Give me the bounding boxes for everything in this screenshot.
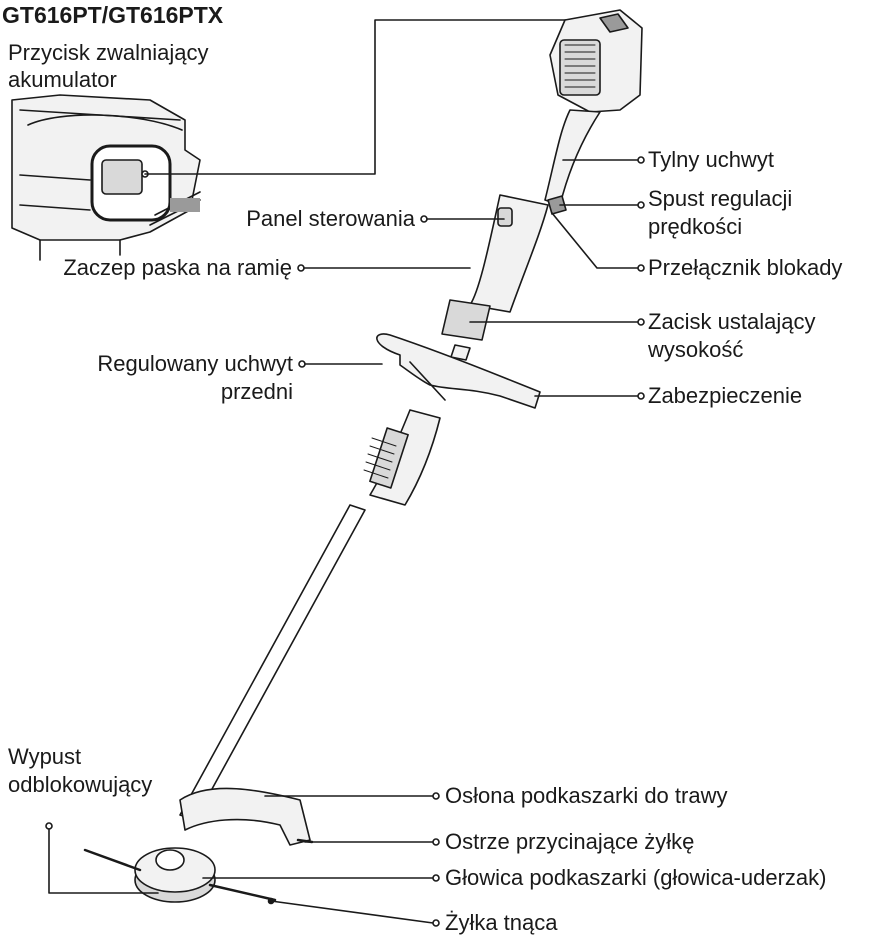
battery — [550, 10, 642, 112]
label-control-panel: Panel sterowania — [200, 206, 415, 232]
battery-inset — [12, 95, 200, 260]
label-height-clamp-line2: wysokość — [648, 337, 743, 363]
label-release-button-line2: akumulator — [8, 67, 117, 93]
label-release-tab-line2: odblokowujący — [8, 772, 152, 798]
label-height-clamp-line1: Zacisk ustalający — [648, 309, 816, 335]
label-release-button-line1: Przycisk zwalniający — [8, 40, 209, 66]
label-line-blade: Ostrze przycinające żyłkę — [445, 829, 694, 855]
label-trimmer-head: Głowica podkaszarki (głowica-uderzak) — [445, 865, 826, 891]
label-grass-guard: Osłona podkaszarki do trawy — [445, 783, 727, 809]
label-speed-trigger-line1: Spust regulacji — [648, 186, 792, 212]
label-speed-trigger-line2: prędkości — [648, 214, 742, 240]
label-guard: Zabezpieczenie — [648, 383, 802, 409]
label-cutting-line: Żyłka tnąca — [445, 910, 558, 936]
label-rear-handle: Tylny uchwyt — [648, 147, 774, 173]
label-strap-hook: Zaczep paska na ramię — [20, 255, 292, 281]
label-front-handle-line1: Regulowany uchwyt — [40, 351, 293, 377]
label-front-handle-line2: przedni — [40, 379, 293, 405]
label-lock-switch: Przełącznik blokady — [648, 255, 842, 281]
model-title: GT616PT/GT616PTX — [2, 2, 223, 28]
label-release-tab-line1: Wypust — [8, 744, 81, 770]
